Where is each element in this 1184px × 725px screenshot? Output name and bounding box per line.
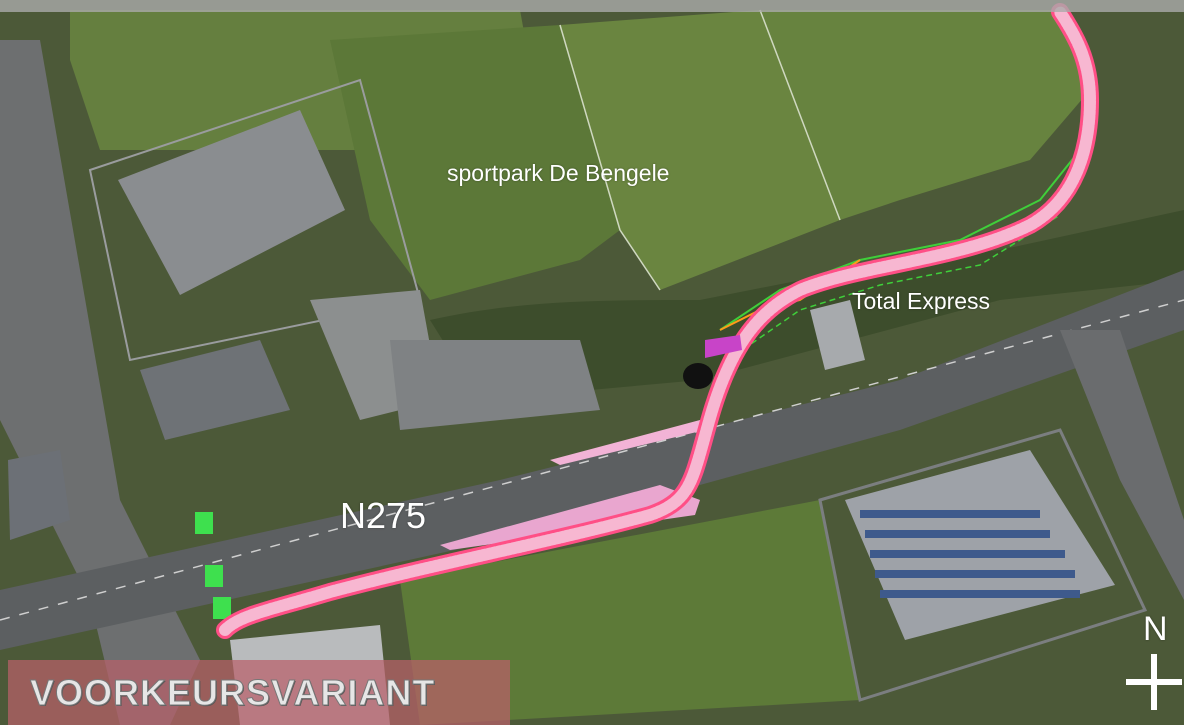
ramp-north: [550, 420, 705, 465]
north-label: N: [1143, 610, 1168, 648]
caption-box: [8, 660, 510, 725]
label-road: N275: [340, 495, 427, 536]
route-bridge: [219, 6, 1097, 636]
highway-n275: [0, 270, 1184, 650]
left-road: [0, 40, 200, 725]
ramp-south: [440, 485, 700, 550]
caption-title: VOORKEURSVARIANT: [29, 672, 436, 714]
building-sportscenter: [118, 110, 345, 295]
building-station: [810, 300, 865, 370]
label-sportpark: sportpark De Bengele: [447, 160, 670, 186]
south-field: [400, 500, 860, 725]
top-bar: [0, 0, 1184, 12]
sport-field-1: [330, 25, 620, 300]
north-arrow-icon: [1126, 654, 1182, 710]
sport-field-2: [560, 10, 840, 290]
pylon-marker: [683, 363, 713, 389]
building-restaurant: [140, 340, 290, 440]
label-station: Total Express: [852, 288, 991, 314]
sport-field-3: [760, 10, 1090, 220]
